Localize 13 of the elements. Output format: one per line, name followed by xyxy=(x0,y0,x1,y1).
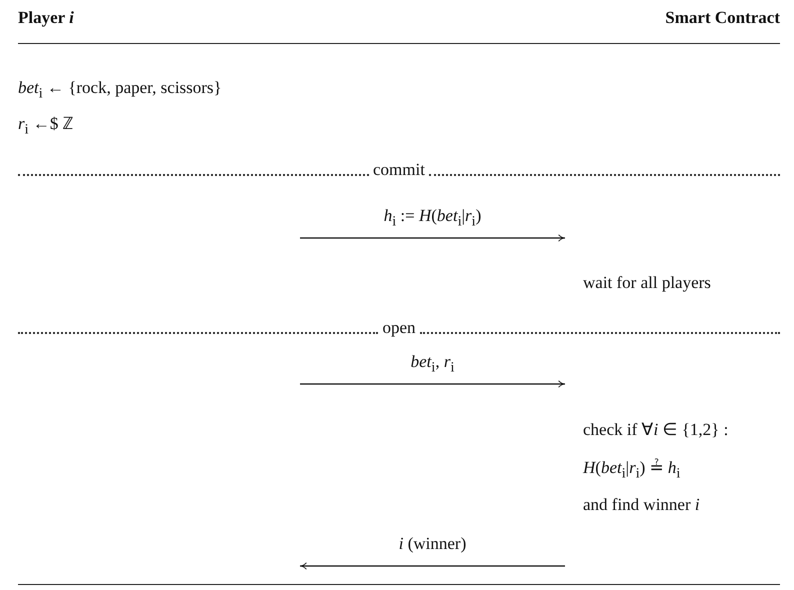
condition-text: H(bet$_{i}$|r$_{i}$) ≟ h$_{i}$ xyxy=(583,458,680,484)
message-label: h$_{i}$ := H(bet$_{i}$|r$_{i}$) xyxy=(384,206,482,232)
assignment-text: bet$_{i}$ ← {rock, paper, scissors} xyxy=(18,78,222,104)
step-text: and find winner i xyxy=(583,495,700,515)
message-label: bet$_{i}$, r$_{i}$ xyxy=(410,352,454,378)
message-label: i (winner) xyxy=(398,534,466,554)
column-header: Smart Contract xyxy=(665,8,780,28)
column-header: Player i xyxy=(18,8,74,28)
assignment-text: r$_{i}$ ←$ ℤ xyxy=(18,114,74,140)
step-text: wait for all players xyxy=(583,273,711,293)
phase-label: commit xyxy=(373,160,425,180)
condition-text: check if ∀i ∈ {1,2} : xyxy=(583,420,728,440)
phase-label: open xyxy=(382,318,416,338)
